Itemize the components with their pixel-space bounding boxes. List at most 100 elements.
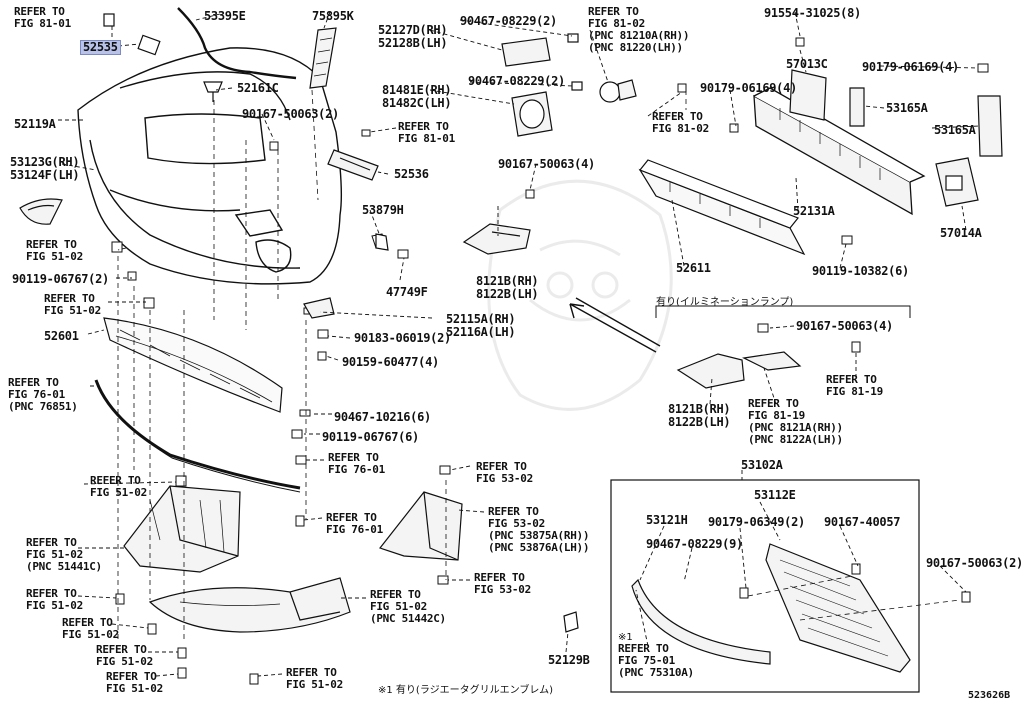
leader-lines <box>58 11 981 677</box>
part-number-p43: 90467-10216(6) <box>334 410 431 424</box>
refer-note-p65: REFER TO FIG 51-02 <box>286 666 343 691</box>
refer-note-p63: REFER TO FIG 51-02 <box>96 643 153 668</box>
under-cover-51442C <box>148 577 351 633</box>
bracket-52536 <box>327 149 379 181</box>
absorber-52611 <box>638 159 806 256</box>
refer-note-p42: REFER TO FIG 81-19 (PNC 8121A(RH)) (PNC … <box>748 397 843 446</box>
part-number-p15: 52119A <box>14 117 56 131</box>
bumper-cover-52119A <box>77 47 343 285</box>
part-number-p54: 90167-40057 <box>824 515 901 529</box>
part-number-p5: 52127D(RH) 52128B(LH) <box>378 23 448 50</box>
refer-note-p40: REFER TO FIG 76-01 (PNC 76851) <box>8 376 78 413</box>
note-n1: 有り(イルミネーションランプ) <box>656 297 794 308</box>
fog-lamp-81481E <box>511 81 583 137</box>
part-number-p41: 8121B(RH) 8122B(LH) <box>668 402 731 429</box>
part-number-p4: 75895K <box>312 9 354 23</box>
part-number-p64: 52129B <box>548 653 590 667</box>
part-number-p20: 53165A <box>934 123 976 137</box>
part-number-p16: 90167-50063(2) <box>242 107 339 121</box>
part-number-p53: 90179-06349(2) <box>708 515 805 529</box>
part-number-p31: 90119-06767(2) <box>12 272 109 286</box>
part-number-p28: 52611 <box>676 261 711 275</box>
bracket-52115A <box>303 297 335 319</box>
part-number-p23: 52536 <box>394 167 429 181</box>
part-number-link-p2[interactable]: 52535 <box>80 40 121 55</box>
refer-note-p66: REFER TO FIG 51-02 <box>106 670 163 695</box>
part-number-p12: 57013C <box>786 57 828 71</box>
part-number-p19: 53165A <box>886 101 928 115</box>
drl-lamp-8121B <box>462 223 531 255</box>
refer-note-p39: REFER TO FIG 81-19 <box>826 373 883 398</box>
refer-note-p58: REFER TO FIG 53-02 <box>474 571 531 596</box>
part-number-p56: 90467-08229(9) <box>646 537 743 551</box>
bracket-57014A <box>935 157 979 207</box>
alignment-lines <box>117 89 961 640</box>
arrow-indicator <box>569 303 657 353</box>
refer-note-p62: REFER TO FIG 75-01 (PNC 75310A) <box>618 642 694 679</box>
watermark-logo <box>487 179 673 411</box>
moulding-53121H <box>631 578 771 665</box>
part-number-p57: 90167-50063(2) <box>926 556 1023 570</box>
part-number-p30: 8121B(RH) 8122B(LH) <box>476 274 539 301</box>
drl-lamp-8121B-lower <box>676 351 802 389</box>
bracket-57013C <box>789 69 827 121</box>
part-number-p34: 52115A(RH) 52116A(LH) <box>446 312 516 339</box>
part-number-p24: 52131A <box>793 204 835 218</box>
absorber-52601 <box>103 317 283 413</box>
part-number-p10: 81481E(RH) 81482C(LH) <box>382 83 452 110</box>
refer-note-p55: REFER TO FIG 51-02 (PNC 51441C) <box>26 536 102 573</box>
part-number-p44: 90119-06767(6) <box>322 430 419 444</box>
refer-note-p17: REFER TO FIG 81-01 <box>398 120 455 145</box>
part-number-p9: 52161C <box>237 81 279 95</box>
refer-note-p7: REFER TO FIG 81-02 (PNC 81210A(RH)) (PNC… <box>588 5 690 54</box>
refer-note-p61: REFER TO FIG 51-02 <box>62 616 119 641</box>
radiator-grille-53112E <box>765 543 911 673</box>
bezel-52127D <box>501 33 579 67</box>
part-number-p47: 53102A <box>741 458 783 472</box>
side-shield-53875A <box>379 491 463 561</box>
fog-lamp-81210A <box>599 79 637 103</box>
lamp-cover-53123G <box>19 198 63 225</box>
reflector-75895K <box>309 27 337 89</box>
refer-note-p50: REFER TO FIG 53-02 (PNC 53875A(RH)) (PNC… <box>488 505 590 554</box>
part-number-p36: 90183-06019(2) <box>354 331 451 345</box>
clip-52535 <box>103 13 161 56</box>
part-number-p13: 90179-06169(4) <box>862 60 959 74</box>
part-number-p8: 91554-31025(8) <box>764 6 861 20</box>
note-n3: ※1 有り(ラジエータグリルエンブレム) <box>378 685 554 696</box>
part-number-p32: 47749F <box>386 285 428 299</box>
sensor-53879H <box>375 233 389 251</box>
grille-box-53102A <box>610 479 920 693</box>
part-number-p35: 52601 <box>44 329 79 343</box>
diagram-code: 523626B <box>968 690 1011 701</box>
part-number-p21: 53123G(RH) 53124F(LH) <box>10 155 80 182</box>
under-cover-51441C <box>123 485 241 573</box>
part-number-p37: 90167-50063(4) <box>796 319 893 333</box>
part-number-p22: 90167-50063(4) <box>498 157 595 171</box>
part-number-p38: 90159-60477(4) <box>342 355 439 369</box>
refer-note-p60: REFER TO FIG 51-02 (PNC 51442C) <box>370 588 446 625</box>
refer-note-p45: REFER TO FIG 76-01 <box>328 451 385 476</box>
note-bracket <box>655 305 911 318</box>
bracket-53165A <box>849 87 1003 157</box>
spoiler-76851 <box>94 379 301 490</box>
wire-53395E <box>177 7 297 80</box>
refer-note-p51: REFER TO FIG 76-01 <box>326 511 383 536</box>
retainer-52161C <box>203 81 223 102</box>
refer-note-p59: REFER TO FIG 51-02 <box>26 587 83 612</box>
part-number-p29: 90119-10382(6) <box>812 264 909 278</box>
part-number-p52: 53121H <box>646 513 688 527</box>
refer-note-p46: REFER TO FIG 53-02 <box>476 460 533 485</box>
refer-note-p1: REFER TO FIG 81-01 <box>14 5 71 30</box>
clip-52129B <box>563 611 579 633</box>
part-number-p6: 90467-08229(2) <box>460 14 557 28</box>
part-number-p14: 90179-06169(4) <box>700 81 797 95</box>
refer-note-p18: REFER TO FIG 81-02 <box>652 110 709 135</box>
part-number-p26: 53879H <box>362 203 404 217</box>
note-n2: ※1 <box>618 632 633 643</box>
part-number-p3: 53395E <box>204 9 246 23</box>
part-number-p25: 57014A <box>940 226 982 240</box>
refer-note-p48: REFER TO FIG 51-02 <box>90 474 147 499</box>
part-number-p11: 90467-08229(2) <box>468 74 565 88</box>
